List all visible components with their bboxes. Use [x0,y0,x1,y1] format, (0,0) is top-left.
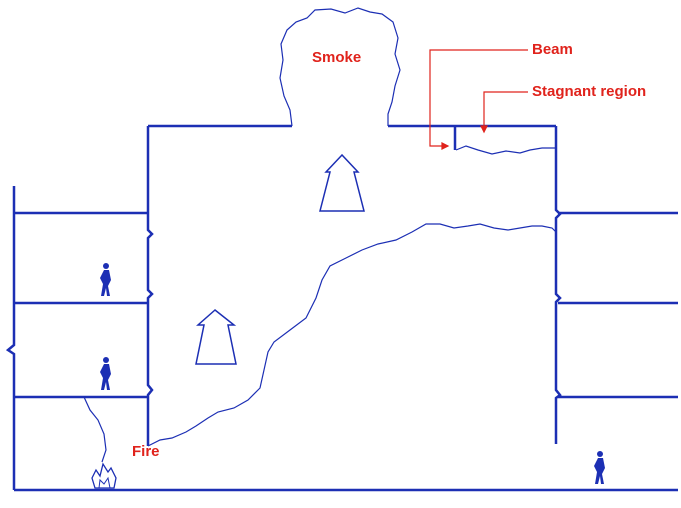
flame-icon [91,462,117,489]
stagnant-region-leader [480,91,528,134]
fire-label: Fire [132,443,160,460]
building-structure [5,124,678,492]
up-arrow-icon [319,153,365,212]
up-arrow-icon [195,309,237,365]
person-icon [100,357,111,390]
smoke-layer-boundary [147,223,557,447]
person-icon [594,451,605,484]
beam-label: Beam [532,41,573,58]
stagnant-region-boundary [455,145,556,155]
left-outer-wall [5,186,16,490]
smoke-plume-outline [279,7,401,127]
stagnant-region-label: Stagnant region [532,83,646,100]
smoke-label: Smoke [312,49,361,66]
person-icon [100,263,111,296]
fire-plume-line [83,396,107,463]
beam-leader [429,49,528,150]
atrium-left-wall [146,126,154,446]
